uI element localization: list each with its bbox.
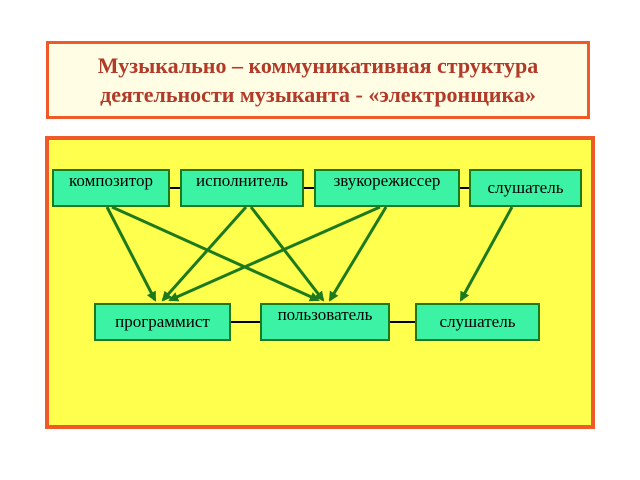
node-composer: композитор: [52, 169, 170, 207]
slide-title: Музыкально – коммуникативная структура д…: [97, 53, 539, 107]
node-sound-engineer: звукорежиссер: [314, 169, 460, 207]
node-listener-top: слушатель: [469, 169, 582, 207]
node-programmer: программист: [94, 303, 231, 341]
title-box: Музыкально – коммуникативная структура д…: [46, 41, 590, 119]
node-listener-bottom: слушатель: [415, 303, 540, 341]
node-performer: исполнитель: [180, 169, 304, 207]
node-user: пользователь: [260, 303, 390, 341]
